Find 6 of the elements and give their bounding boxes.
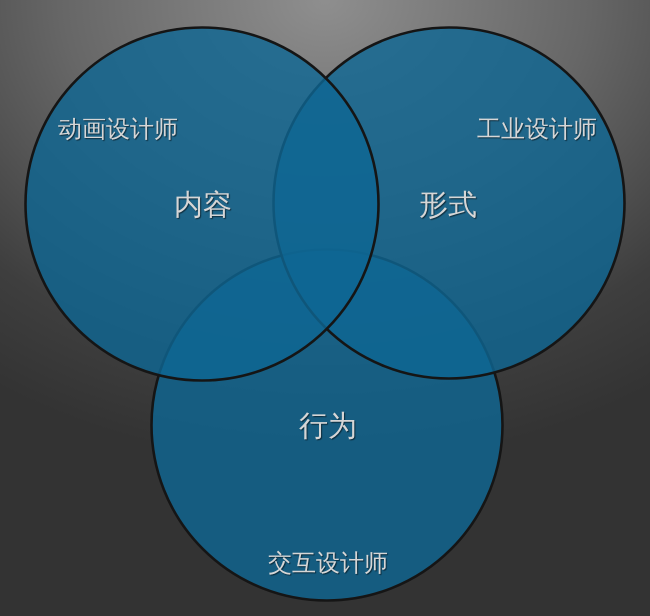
set-label: 形式 (419, 190, 477, 220)
role-label: 交互设计师 (268, 551, 388, 575)
set-label: 行为 (299, 412, 357, 440)
role-label: 动画设计师 (58, 117, 178, 141)
role-label: 工业设计师 (477, 117, 597, 141)
set-label: 内容 (174, 190, 232, 220)
